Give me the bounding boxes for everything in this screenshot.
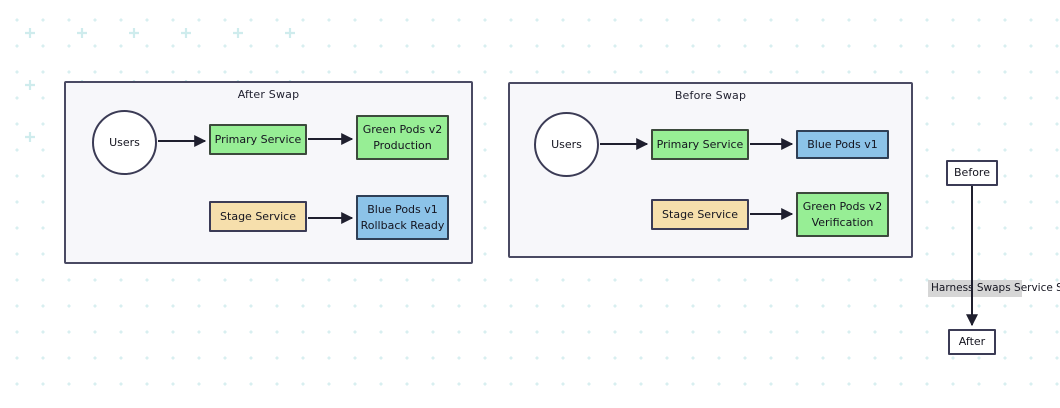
node-label-line-1: Blue Pods v1 xyxy=(367,202,438,216)
node-label: Users xyxy=(551,137,582,151)
node-after-stage-service[interactable]: Stage Service xyxy=(209,201,307,232)
node-label-line-2: Production xyxy=(373,138,432,152)
node-before-blue-pods[interactable]: Blue Pods v1 xyxy=(796,130,889,159)
node-label: After xyxy=(958,335,986,349)
edge-label-harness-swaps: Harness Swaps Service Selectors xyxy=(928,280,1060,298)
node-after-users[interactable]: Users xyxy=(92,110,157,175)
node-label: Blue Pods v1 xyxy=(807,137,878,151)
node-label: Primary Service xyxy=(214,132,302,146)
node-label: Primary Service xyxy=(656,137,744,151)
node-label: Users xyxy=(109,135,140,149)
edge-label-line-1: Harness Swaps xyxy=(931,282,1011,294)
node-label: Stage Service xyxy=(662,207,738,221)
node-label-line-2: Rollback Ready xyxy=(360,218,445,232)
node-before-users[interactable]: Users xyxy=(534,112,599,177)
node-label: Before xyxy=(954,166,990,180)
node-before-green-pods[interactable]: Green Pods v2 Verification xyxy=(796,192,889,237)
node-state-after[interactable]: After xyxy=(948,329,996,355)
node-before-primary-service[interactable]: Primary Service xyxy=(651,129,749,160)
node-after-blue-pods[interactable]: Blue Pods v1 Rollback Ready xyxy=(356,195,449,240)
cluster-title-before-swap: Before Swap xyxy=(674,89,747,102)
node-state-before[interactable]: Before xyxy=(946,160,998,186)
node-after-primary-service[interactable]: Primary Service xyxy=(209,124,307,155)
edge-label-line-2: Service Selectors xyxy=(1014,282,1060,294)
node-before-stage-service[interactable]: Stage Service xyxy=(651,199,749,230)
node-label: Stage Service xyxy=(220,209,296,223)
node-label-line-1: Green Pods v2 xyxy=(802,199,883,213)
node-label-line-2: Verification xyxy=(811,215,874,229)
cluster-title-after-swap: After Swap xyxy=(237,88,300,101)
node-label-line-1: Green Pods v2 xyxy=(362,122,443,136)
node-after-green-pods[interactable]: Green Pods v2 Production xyxy=(356,115,449,160)
